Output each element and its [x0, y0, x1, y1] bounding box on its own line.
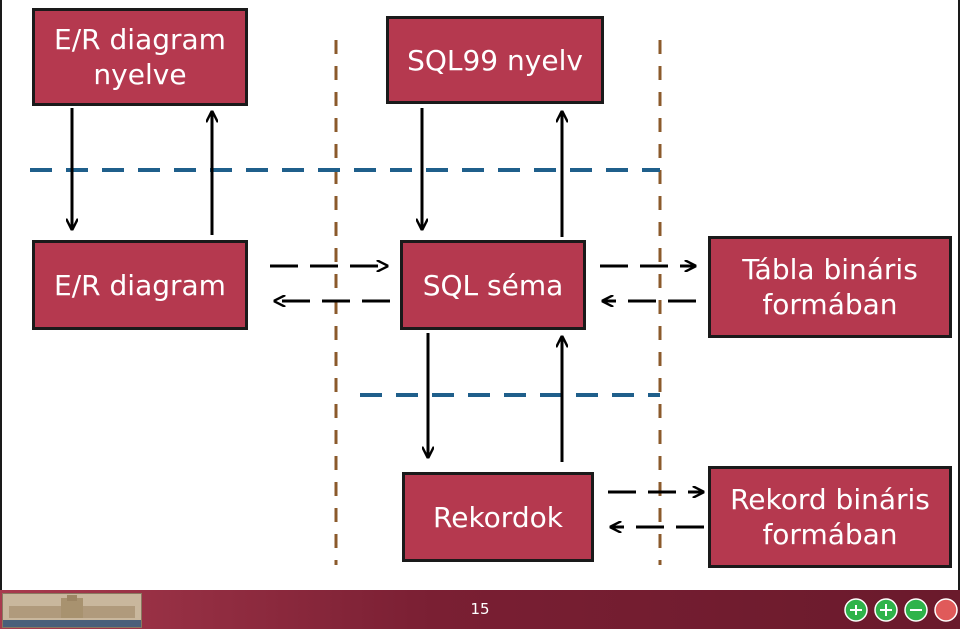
box-sql-schema: SQL séma	[400, 240, 586, 330]
university-building-icon	[3, 594, 141, 627]
box-er-language: E/R diagram nyelve	[32, 8, 248, 106]
diagram-lines	[30, 40, 960, 565]
box-records: Rekordok	[402, 472, 594, 562]
box-er-language-line2: nyelve	[93, 58, 187, 91]
box-table-binary: Tábla bináris formában	[708, 236, 952, 338]
box-table-binary-line2: formában	[762, 288, 898, 321]
ftsrg-logo	[844, 598, 958, 622]
box-table-binary-line1: Tábla bináris	[742, 253, 918, 286]
university-logo	[2, 593, 142, 628]
page-number: 15	[470, 600, 490, 618]
box-record-binary: Rekord bináris formában	[708, 466, 952, 568]
box-record-binary-line2: formában	[762, 518, 898, 551]
box-record-binary-line1: Rekord bináris	[730, 483, 930, 516]
r-circle-icon	[934, 598, 958, 622]
box-sql-schema-label: SQL séma	[422, 268, 564, 302]
slide-footer: 15	[0, 590, 960, 629]
box-er-diagram-label: E/R diagram	[54, 268, 226, 302]
box-er-diagram: E/R diagram	[32, 240, 248, 330]
box-sql99-language: SQL99 nyelv	[386, 16, 604, 104]
box-er-language-line1: E/R diagram	[54, 23, 226, 56]
slide-frame	[0, 0, 960, 590]
box-records-label: Rekordok	[433, 500, 563, 534]
box-sql99-label: SQL99 nyelv	[407, 43, 583, 77]
